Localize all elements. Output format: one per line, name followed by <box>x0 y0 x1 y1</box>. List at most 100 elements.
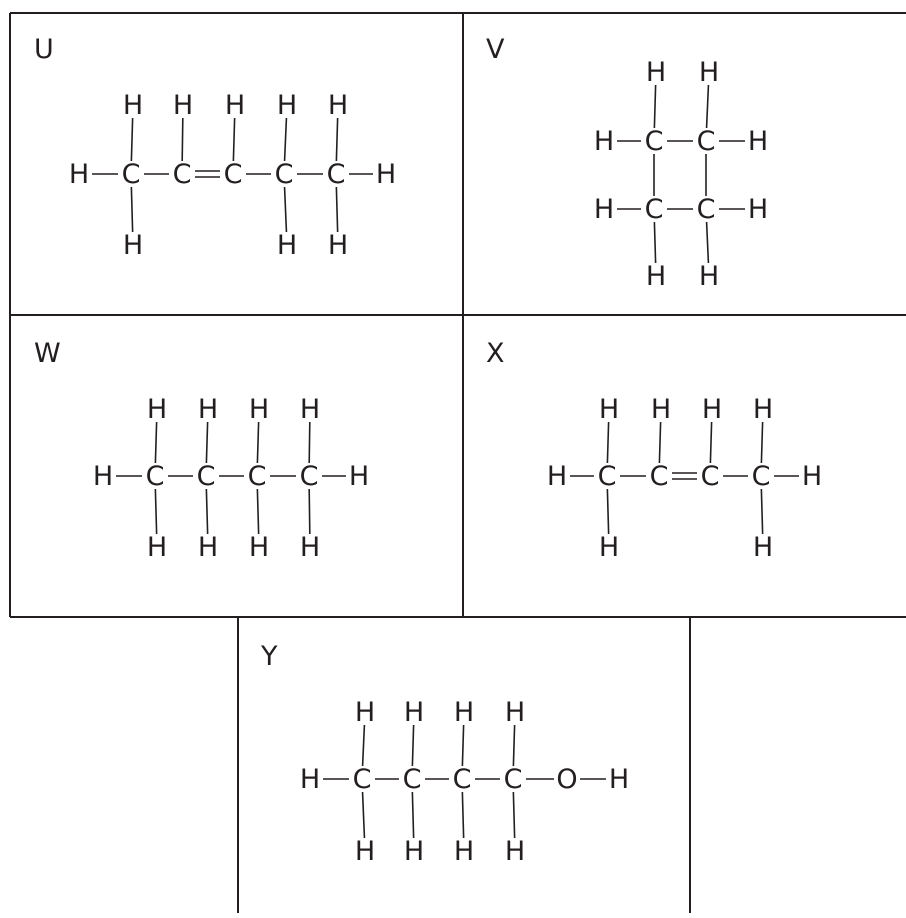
atom-y-b3: H <box>454 836 474 867</box>
grid-frame <box>9 12 906 913</box>
atom-u-c4: C <box>275 159 294 190</box>
atom-y-b1: H <box>355 836 375 867</box>
atom-y-c1: C <box>353 764 372 795</box>
atom-y-h4: H <box>505 697 525 728</box>
single-bond-v-t2-c2 <box>705 84 710 129</box>
atom-w-c4: C <box>300 461 319 492</box>
atom-u-b5: H <box>328 230 348 261</box>
atom-x-c4: C <box>752 461 771 492</box>
atom-u-c5: C <box>327 159 346 190</box>
single-bond-y-h1-c1 <box>361 724 366 767</box>
single-bond-w-h3-c3 <box>256 421 260 464</box>
single-bond-u-c1-b1 <box>130 186 134 233</box>
atom-x-h2: H <box>651 394 671 425</box>
atom-w-c1: C <box>146 461 165 492</box>
atom-w-h3: H <box>249 394 269 425</box>
atom-v-t2: H <box>699 57 719 88</box>
single-bond-w-h1-c1 <box>154 421 158 464</box>
atom-u-c1: C <box>122 159 141 190</box>
atom-x-c2: C <box>650 461 669 492</box>
single-bond-y-h2-c2 <box>411 724 415 767</box>
atom-u-b4: H <box>277 230 297 261</box>
single-bond-u-h1-c1 <box>130 117 134 162</box>
atom-v-hr1: H <box>748 126 768 157</box>
atom-u-h3: H <box>225 90 245 121</box>
atom-y-b2: H <box>404 836 424 867</box>
single-bond-x-c1-b1 <box>606 488 610 535</box>
atom-v-b2: H <box>699 261 719 292</box>
single-bond-w-c2-b2 <box>205 488 209 535</box>
single-bond-u-h4-c4 <box>283 117 288 162</box>
atom-v-hl1: H <box>594 126 614 157</box>
atom-v-c4: C <box>697 194 716 225</box>
atom-w-hr: H <box>349 461 369 492</box>
atom-w-c2: C <box>197 461 216 492</box>
atom-u-h5: H <box>328 90 348 121</box>
atom-w-h2: H <box>198 394 218 425</box>
single-bond-y-h4-c4 <box>512 724 516 767</box>
atom-v-hr2: H <box>748 194 768 225</box>
atom-w-b4: H <box>300 532 320 563</box>
atom-v-b1: H <box>646 261 666 292</box>
atom-x-b1: H <box>599 532 619 563</box>
single-bond-w-c4-b4 <box>308 488 311 535</box>
atom-y-hl: H <box>300 764 320 795</box>
single-bond-w-c3-b3 <box>256 488 260 535</box>
panel-label-w: W <box>34 338 61 369</box>
single-bond-x-h3-c3 <box>709 421 713 464</box>
atom-u-h2: H <box>173 90 193 121</box>
atom-w-b3: H <box>249 532 269 563</box>
single-bond-x-c4-b4 <box>760 488 764 535</box>
panel-label-v: V <box>486 34 505 65</box>
single-bond-v-c4-b2 <box>705 221 710 264</box>
single-bond-y-c3-b3 <box>461 791 465 839</box>
single-bond-v-t1-c1 <box>653 84 657 129</box>
atom-v-hl2: H <box>594 194 614 225</box>
atom-x-hr: H <box>802 461 822 492</box>
atom-x-h3: H <box>702 394 722 425</box>
atom-w-b2: H <box>198 532 218 563</box>
atom-y-o: O <box>556 764 577 795</box>
atom-x-h1: H <box>599 394 619 425</box>
single-bond-y-c4-b4 <box>512 791 516 839</box>
panel-label-y: Y <box>260 641 278 672</box>
single-bond-u-h3-c3 <box>232 117 236 162</box>
atom-y-c2: C <box>403 764 422 795</box>
atom-w-h4: H <box>300 394 320 425</box>
atom-x-h4: H <box>753 394 773 425</box>
panel-label-x: X <box>486 338 505 369</box>
single-bond-u-c4-b4 <box>283 186 288 233</box>
single-bond-u-h2-c2 <box>181 117 184 162</box>
atom-v-c2: C <box>697 126 716 157</box>
atom-w-b1: H <box>147 532 167 563</box>
atom-w-c3: C <box>248 461 267 492</box>
atom-x-b4: H <box>753 532 773 563</box>
atom-w-hl: H <box>93 461 113 492</box>
atom-y-h3: H <box>454 697 474 728</box>
atom-x-c1: C <box>598 461 617 492</box>
atom-y-c4: C <box>504 764 523 795</box>
atom-u-c3: C <box>224 159 243 190</box>
panel-label-u: U <box>34 34 54 65</box>
single-bond-y-c1-b1 <box>361 791 366 839</box>
single-bond-y-c2-b2 <box>411 791 415 839</box>
atom-u-b1: H <box>123 230 143 261</box>
single-bond-x-h1-c1 <box>606 421 610 464</box>
atom-x-c3: C <box>701 461 720 492</box>
atom-y-h1: H <box>355 697 375 728</box>
atom-v-c3: C <box>645 194 664 225</box>
single-bond-y-h3-c3 <box>461 724 465 767</box>
atom-u-hr: H <box>376 159 396 190</box>
atom-y-c3: C <box>453 764 472 795</box>
single-bond-w-h2-c2 <box>205 421 209 464</box>
atom-y-b4: H <box>505 836 525 867</box>
